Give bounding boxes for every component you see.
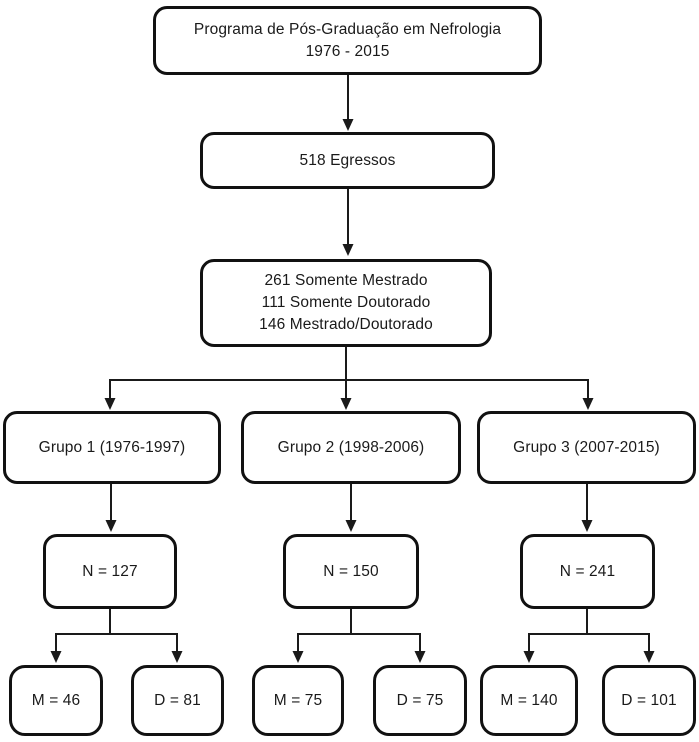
node-egressos: 518 Egressos [200, 132, 495, 189]
n-grupo-3-label: N = 241 [559, 562, 616, 580]
node-grupo-3: Grupo 3 (2007-2015) [477, 411, 696, 484]
grupo-2-label: Grupo 2 (1998-2006) [277, 438, 425, 456]
breakdown-line1: 261 Somente Mestrado [264, 272, 428, 289]
arrowhead [342, 244, 354, 256]
doutorado-grupo-2-label: D = 75 [396, 691, 444, 709]
arrowhead [105, 520, 117, 532]
node-mestrado-grupo-2: M = 75 [252, 665, 344, 736]
node-n-grupo-2: N = 150 [283, 534, 419, 609]
breakdown-line3: 146 Mestrado/Doutorado [259, 316, 433, 333]
node-grupo-1: Grupo 1 (1976-1997) [3, 411, 221, 484]
node-doutorado-grupo-2: D = 75 [373, 665, 467, 736]
mestrado-grupo-2-label: M = 75 [273, 691, 323, 709]
program-title-line2: 1976 - 2015 [305, 42, 390, 60]
mestrado-grupo-3-label: M = 140 [500, 691, 558, 709]
node-mestrado-grupo-3: M = 140 [480, 665, 578, 736]
node-n-grupo-3: N = 241 [520, 534, 655, 609]
arrowhead [292, 651, 304, 663]
breakdown-line2: 111 Somente Doutorado [261, 294, 431, 311]
arrowhead [171, 651, 183, 663]
mestrado-grupo-1-label: M = 46 [31, 691, 81, 709]
arrowhead [414, 651, 426, 663]
arrowhead [643, 651, 655, 663]
program-title-line1: Programa de Pós-Graduação em Nefrologia [193, 20, 502, 38]
node-grupo-2: Grupo 2 (1998-2006) [241, 411, 461, 484]
n-grupo-2-label: N = 150 [323, 562, 379, 580]
arrowhead [345, 520, 357, 532]
grupo-1-label: Grupo 1 (1976-1997) [38, 438, 186, 456]
node-program-title: Programa de Pós-Graduação em Nefrologia … [153, 6, 542, 75]
n-grupo-1-label: N = 127 [82, 562, 138, 580]
node-breakdown: 261 Somente Mestrado 111 Somente Doutora… [200, 259, 492, 347]
arrowhead [342, 119, 354, 131]
arrowhead [340, 398, 352, 410]
node-doutorado-grupo-3: D = 101 [602, 665, 696, 736]
node-n-grupo-1: N = 127 [43, 534, 177, 609]
grupo-3-label: Grupo 3 (2007-2015) [513, 438, 660, 456]
arrowhead [581, 520, 593, 532]
arrowhead [523, 651, 535, 663]
arrowhead [582, 398, 594, 410]
node-mestrado-grupo-1: M = 46 [9, 665, 103, 736]
node-doutorado-grupo-1: D = 81 [131, 665, 224, 736]
arrowhead [104, 398, 116, 410]
egressos-label: 518 Egressos [299, 151, 396, 169]
doutorado-grupo-3-label: D = 101 [621, 691, 677, 709]
arrowhead [50, 651, 62, 663]
doutorado-grupo-1-label: D = 81 [154, 691, 201, 709]
